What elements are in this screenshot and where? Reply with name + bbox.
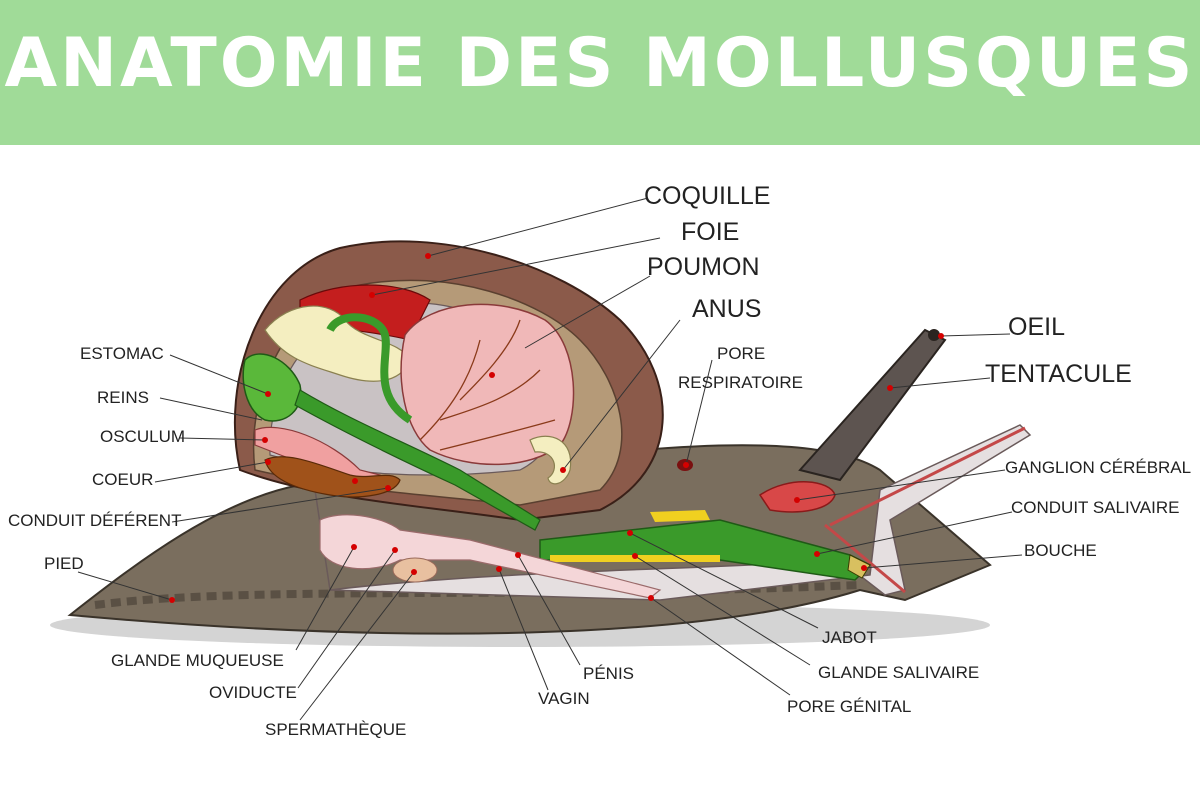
- label-foie: FOIE: [681, 218, 740, 246]
- label-reins: REINS: [97, 388, 149, 407]
- intestine: [294, 389, 541, 531]
- label-anus: ANUS: [692, 295, 762, 323]
- label-vagin: VAGIN: [538, 689, 590, 708]
- leader-lines: [77, 197, 1023, 721]
- eye-tentacle: [798, 328, 947, 482]
- label-pore-respiratoire-line1: PORE: [717, 344, 766, 363]
- anus-organ: [529, 435, 572, 485]
- label-coeur: COEUR: [92, 470, 154, 489]
- label-conduit-deferent: CONDUIT DÉFÉRENT: [8, 511, 182, 530]
- label-oviducte: OVIDUCTE: [209, 683, 297, 702]
- label-glande-muqueuse: GLANDE MUQUEUSE: [111, 651, 284, 670]
- label-jabot: JABOT: [822, 628, 877, 647]
- label-ganglion-cerebral: GANGLION CÉRÉBRAL: [1005, 458, 1192, 477]
- label-pore-genital: PORE GÉNITAL: [787, 697, 912, 716]
- lung-veins: [419, 319, 556, 451]
- title-banner: ANATOMIE DES MOLLUSQUES: [0, 0, 1200, 145]
- label-oeil: OEIL: [1008, 313, 1065, 341]
- lower-nerve: [824, 523, 906, 594]
- marker-dots: [169, 253, 944, 603]
- page-title: ANATOMIE DES MOLLUSQUES: [4, 24, 1196, 103]
- label-poumon: POUMON: [647, 253, 760, 281]
- label-penis: PÉNIS: [583, 664, 635, 683]
- label-pore-respiratoire-line2: RESPIRATOIRE: [678, 373, 804, 392]
- label-tentacule: TENTACULE: [985, 360, 1132, 388]
- label-pied: PIED: [44, 554, 84, 573]
- heart: [264, 456, 401, 498]
- label-spermatheque: SPERMATHÈQUE: [265, 720, 407, 739]
- salivary-gland-upper: [650, 510, 710, 522]
- eye-spot: [928, 329, 940, 341]
- label-glande-salivaire: GLANDE SALIVAIRE: [818, 663, 980, 682]
- mouth-part: [847, 554, 871, 579]
- label-estomac: ESTOMAC: [80, 344, 164, 363]
- stomach: [242, 353, 302, 422]
- tentacle-nerve: [829, 426, 1026, 527]
- intestine-loop: [326, 313, 413, 424]
- label-bouche: BOUCHE: [1024, 541, 1097, 560]
- label-osculum: OSCULUM: [100, 427, 186, 446]
- label-conduit-salivaire: CONDUIT SALIVAIRE: [1011, 498, 1180, 517]
- label-coquille: COQUILLE: [644, 182, 771, 210]
